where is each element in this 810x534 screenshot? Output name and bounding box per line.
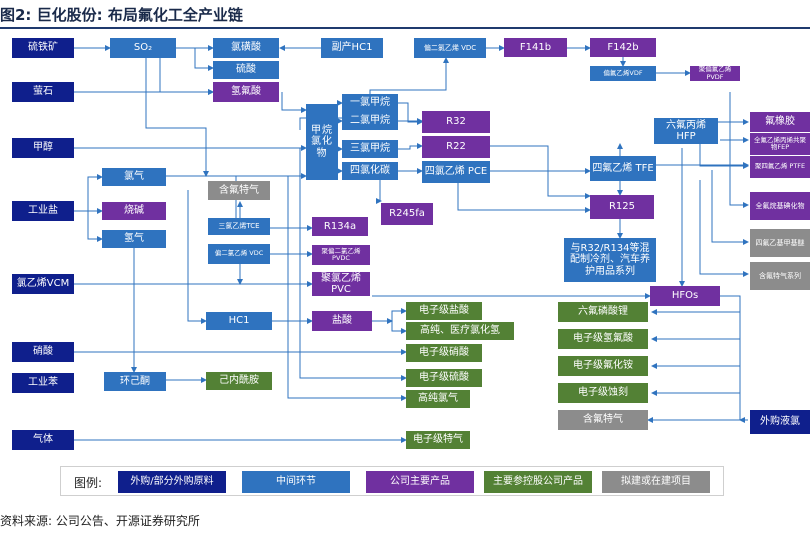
legend-item-intermediate: 中间环节	[242, 471, 350, 493]
node-r22: R22	[422, 136, 490, 158]
node-fep: 全氟乙烯丙烯共聚物FEP	[750, 133, 810, 155]
node-r245fa: R245fa	[381, 203, 433, 225]
node-ptfe: 聚四氟乙烯 PTFE	[750, 156, 810, 178]
node-vdc-top: 偏二氯乙烯 VDC	[414, 38, 486, 58]
node-tce: 三氯乙烯TCE	[208, 218, 270, 235]
node-pvc: 聚氯乙烯 PVC	[312, 272, 370, 296]
node-hydrogen: 氢气	[102, 230, 166, 248]
node-electronic-special-gas: 电子级特气	[406, 431, 470, 449]
title-rule	[0, 27, 810, 29]
node-r125: R125	[590, 195, 654, 219]
node-monochloromethane: 一氯甲烷	[342, 94, 398, 112]
node-caprolactam: 己内酰胺	[206, 372, 272, 390]
node-byproduct-hcl: 副产HC1	[321, 38, 383, 58]
node-caustic-soda: 烧碱	[102, 202, 166, 220]
legend	[60, 466, 724, 496]
node-electronic-hcl: 电子级盐酸	[406, 302, 482, 320]
node-pvdc: 聚偏二氯乙烯 PVDC	[312, 245, 370, 265]
node-perfluoroalkyl-iodide: 全氟烷基碘化物	[750, 192, 810, 220]
node-vdf: 偏氟乙烯VDF	[590, 66, 656, 81]
node-electronic-etchant: 电子级蚀刻	[558, 383, 648, 403]
node-hcl: HC1	[206, 312, 272, 330]
legend-item-affiliate-products: 主要参控股公司产品	[484, 471, 592, 493]
node-electronic-hf: 电子级氢氟酸	[558, 329, 648, 349]
legend-item-main-products: 公司主要产品	[366, 471, 474, 493]
node-pce: 四氯乙烯 PCE	[422, 161, 490, 183]
node-tfe-methyl-ether: 四氟乙基甲基醚	[750, 229, 810, 257]
node-chloromethanes: 甲烷氯化物	[306, 104, 338, 180]
node-gas: 气体	[12, 430, 74, 450]
node-fluororubber: 氟橡胶	[750, 112, 810, 132]
node-hfos: HFOs	[650, 286, 720, 306]
node-electronic-sulfuric: 电子级硫酸	[406, 369, 482, 387]
node-cyclohexanone: 环己酮	[104, 372, 166, 391]
node-r134a: R134a	[312, 217, 368, 236]
node-fluorine-special-gas-1: 含氟特气	[208, 181, 270, 200]
node-methanol: 甲醇	[12, 138, 74, 158]
node-f141b: F141b	[504, 38, 567, 57]
node-high-purity-hcl: 高纯、医疗氯化氢	[406, 322, 514, 340]
legend-item-external-raw: 外购/部分外购原料	[118, 471, 226, 493]
node-electronic-nitric: 电子级硝酸	[406, 344, 482, 362]
node-benzene: 工业苯	[12, 373, 74, 393]
source-note: 资料来源: 公司公告、开源证券研究所	[0, 514, 200, 528]
legend-item-planned-projects: 拟建或在建项目	[602, 471, 710, 493]
node-high-purity-chlorine: 高纯氯气	[406, 390, 470, 408]
page-title: 图2: 巨化股份: 布局氟化工全产业链	[0, 6, 243, 24]
node-refrigerant-blends: 与R32/R134等混配制冷剂、汽车养护用品系列	[564, 238, 656, 282]
node-hfp: 六氟丙烯 HFP	[654, 118, 718, 144]
legend-label: 图例:	[74, 476, 103, 490]
node-fluorine-special-gas-series: 含氟特气系列	[750, 262, 810, 290]
node-fluorite: 萤石	[12, 82, 74, 102]
node-vdc-mid: 偏二氯乙烯 VDC	[208, 244, 270, 264]
node-electronic-nh4f: 电子级氟化铵	[558, 356, 648, 376]
node-dichloromethane: 二氯甲烷	[342, 112, 398, 130]
node-vcm: 氯乙烯VCM	[12, 274, 74, 294]
node-hydrochloric-acid: 盐酸	[312, 311, 372, 331]
node-hydrofluoric-acid: 氢氟酸	[213, 82, 279, 102]
node-pvdf: 聚偏氟乙烯 PVDF	[690, 66, 740, 81]
node-pyrite: 硫铁矿	[12, 38, 74, 58]
node-lipf6: 六氟磷酸锂	[558, 302, 648, 322]
node-chlorosulfonic-acid: 氯磺酸	[213, 38, 279, 58]
node-fluorine-special-gas-2: 含氟特气	[558, 410, 648, 430]
node-so2: SO₂	[110, 38, 176, 58]
node-sulfuric-acid: 硫酸	[213, 61, 279, 79]
node-chloroform: 三氯甲烷	[342, 140, 398, 158]
node-f142b: F142b	[590, 38, 656, 57]
node-r32: R32	[422, 111, 490, 133]
node-chlorine: 氯气	[102, 168, 166, 186]
node-nitric-acid: 硝酸	[12, 342, 74, 362]
node-industrial-salt: 工业盐	[12, 201, 74, 221]
node-carbon-tetrachloride: 四氯化碳	[342, 162, 398, 180]
node-tfe: 四氟乙烯 TFE	[590, 156, 656, 181]
node-external-liquid-chlorine: 外购液氯	[750, 410, 810, 434]
